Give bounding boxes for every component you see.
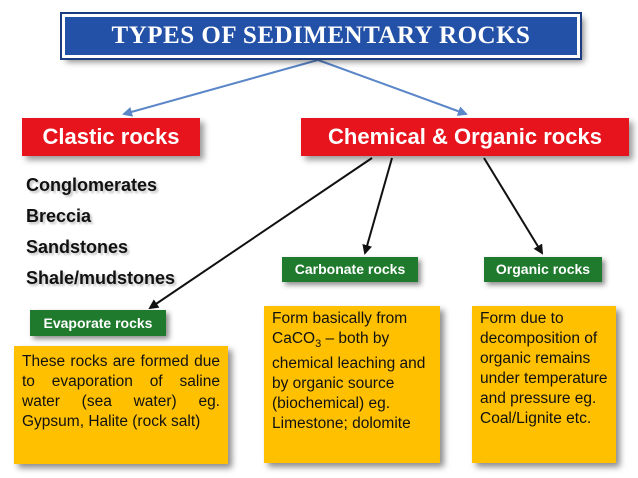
carbonate-desc-subscript: 3 bbox=[315, 338, 322, 351]
arrow-to-organic bbox=[483, 157, 544, 255]
list-item: Conglomerates bbox=[26, 175, 158, 195]
arrow-to-carbonate bbox=[362, 157, 393, 255]
organic-rocks-label: Organic rocks bbox=[484, 257, 602, 282]
organic-description: Form due to decomposition of organic rem… bbox=[472, 306, 616, 463]
carbonate-desc-part2: – both by chemical leaching and by organ… bbox=[272, 330, 426, 433]
clastic-examples-list: Conglomerates Breccia Sandstones Shale/m… bbox=[26, 170, 246, 294]
arrow-to-chemical bbox=[317, 59, 468, 116]
evaporate-rocks-label: Evaporate rocks bbox=[30, 310, 166, 336]
diagram-title: TYPES OF SEDIMENTARY ROCKS bbox=[60, 12, 582, 60]
list-item: Breccia bbox=[26, 206, 92, 226]
arrow-to-clastic bbox=[122, 59, 319, 117]
clastic-rocks-box: Clastic rocks bbox=[22, 118, 200, 156]
chemical-organic-rocks-box: Chemical & Organic rocks bbox=[301, 118, 629, 156]
carbonate-description: Form basically from CaCO3 – both by chem… bbox=[264, 306, 440, 463]
list-item: Sandstones bbox=[26, 237, 129, 257]
carbonate-rocks-label: Carbonate rocks bbox=[282, 257, 418, 282]
evaporate-description: These rocks are formed due to evaporatio… bbox=[14, 346, 228, 464]
list-item: Shale/mudstones bbox=[26, 268, 176, 288]
carbonate-desc-part1: Form basically from CaCO bbox=[272, 310, 408, 347]
arrow-to-evaporate bbox=[148, 157, 373, 310]
